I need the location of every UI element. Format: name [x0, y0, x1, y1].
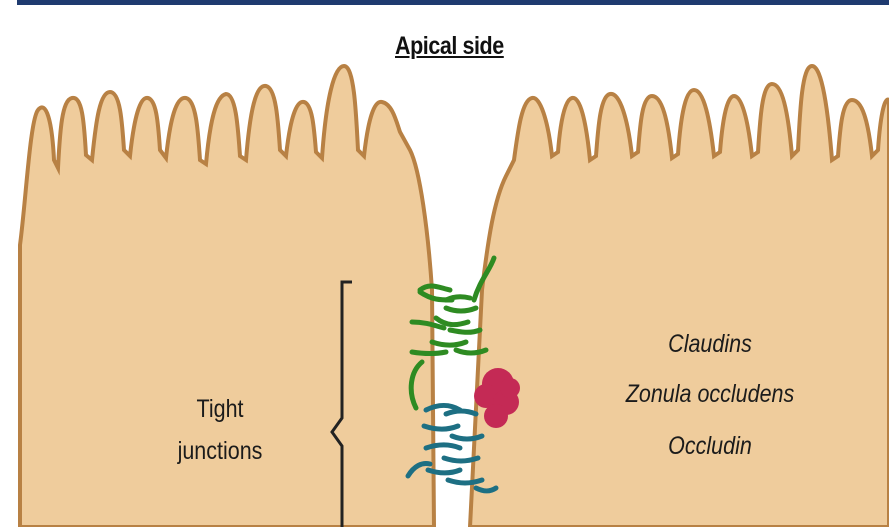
- tight-junctions-label-line1: Tight: [173, 388, 268, 430]
- tight-junctions-label-line2: junctions: [173, 430, 268, 472]
- protein-label-occludin: Occludin: [615, 432, 804, 461]
- frame-top-border: [17, 0, 889, 5]
- tight-junctions-label: Tight junctions: [173, 388, 268, 472]
- apical-side-title: Apical side: [395, 32, 504, 61]
- protein-label-claudins: Claudins: [615, 330, 804, 359]
- protein-label-zonula-occludens: Zonula occludens: [615, 380, 804, 409]
